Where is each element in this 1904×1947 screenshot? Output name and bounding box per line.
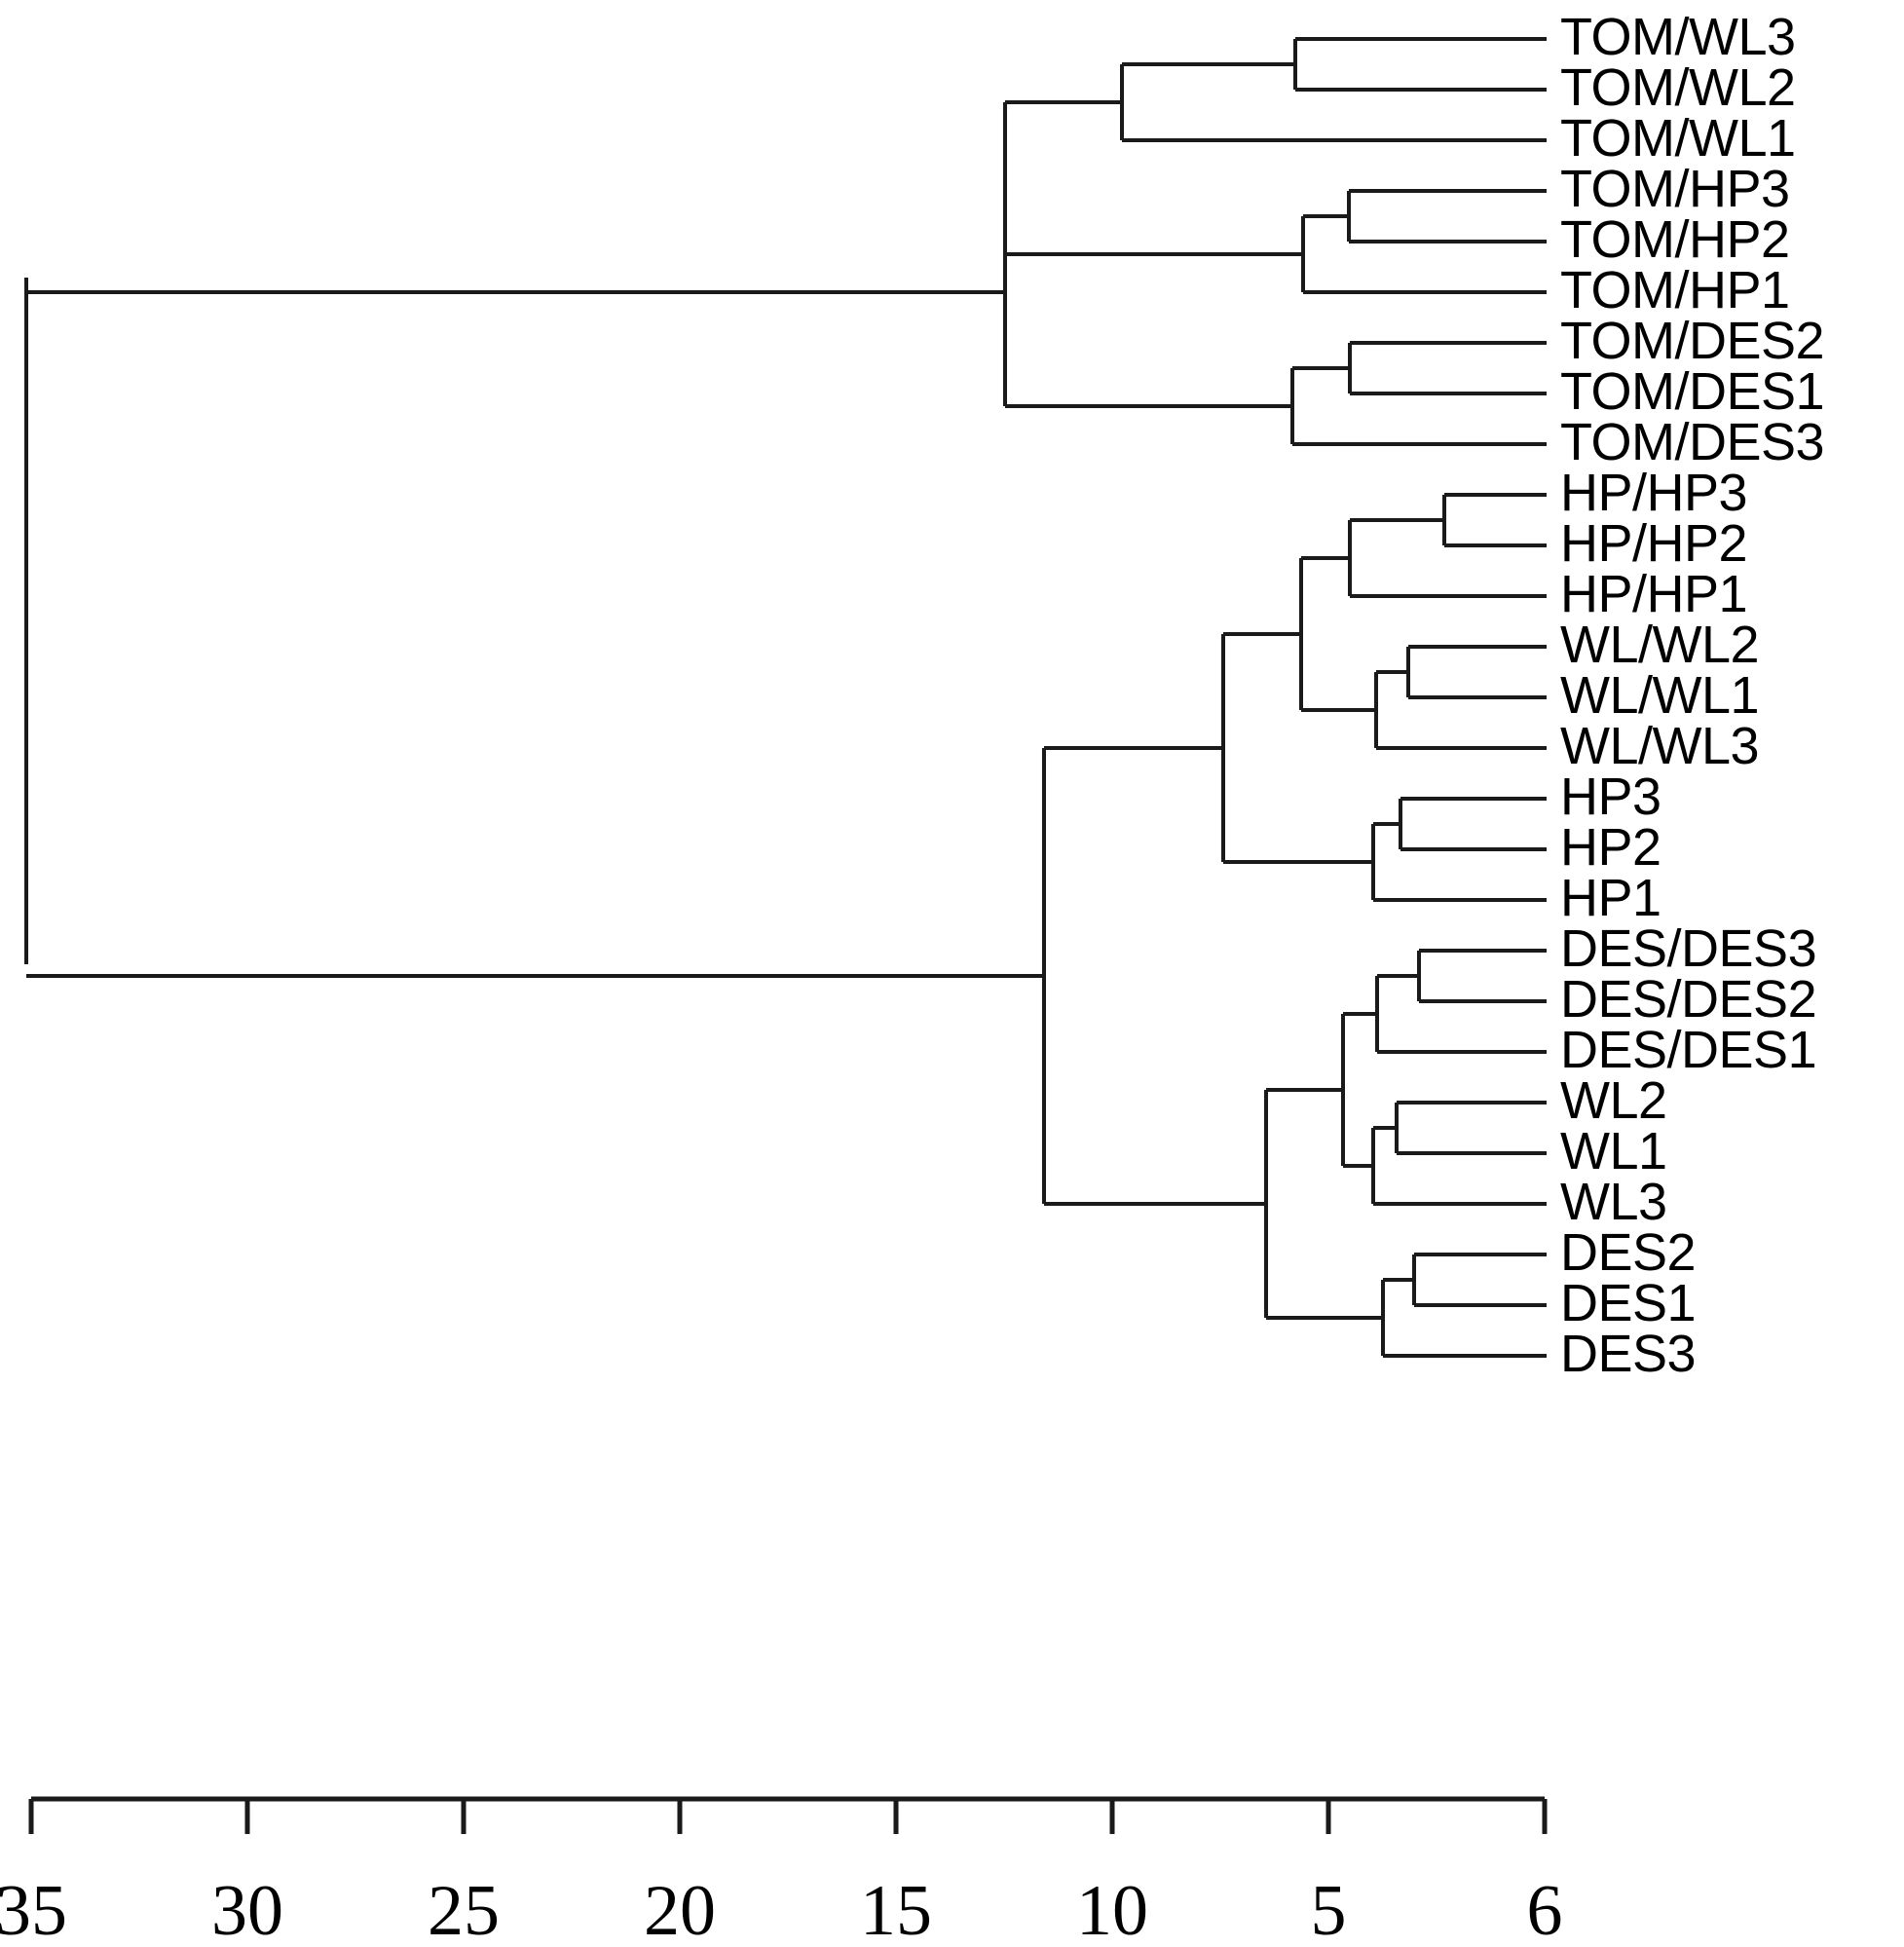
x-axis [28,1796,1548,1834]
leaf-label-wl-wl2: WL/WL2 [1560,616,1760,674]
leaf-label-tom-des1: TOM/DES1 [1560,362,1825,421]
leaf-label-wl-wl3: WL/WL3 [1560,717,1760,775]
leaf-label-tom-hp1: TOM/HP1 [1560,261,1790,319]
axis-tick-label-25: 25 [428,1871,500,1947]
leaf-label-tom-des2: TOM/DES2 [1560,312,1825,370]
axis-tick-label-6: 6 [1526,1871,1563,1947]
axis-tick-label-30: 30 [211,1871,283,1947]
dendrogram-tree-lines [24,37,1547,1358]
leaf-label-des-des1: DES/DES1 [1560,1021,1817,1079]
axis-tick-label-20: 20 [644,1871,716,1947]
leaf-label-hp2: HP2 [1560,818,1661,877]
axis-tick-label-15: 15 [860,1871,932,1947]
leaf-label-des3: DES3 [1560,1325,1697,1383]
leaf-label-tom-des3: TOM/DES3 [1560,413,1825,471]
leaf-label-des-des3: DES/DES3 [1560,919,1817,978]
leaf-label-des2: DES2 [1560,1223,1697,1282]
leaf-label-tom-hp2: TOM/HP2 [1560,210,1790,269]
leaf-label-des1: DES1 [1560,1274,1697,1332]
axis-tick-label-35: 35 [0,1871,67,1947]
leaf-label-wl2: WL2 [1560,1071,1667,1130]
leaf-label-des-des2: DES/DES2 [1560,970,1817,1029]
leaf-label-hp1: HP1 [1560,869,1661,927]
leaf-label-wl1: WL1 [1560,1122,1667,1180]
leaf-label-wl3: WL3 [1560,1173,1667,1231]
leaf-label-hp-hp3: HP/HP3 [1560,464,1748,522]
leaf-label-tom-hp3: TOM/HP3 [1560,160,1790,218]
leaf-label-tom-wl2: TOM/WL2 [1560,58,1796,117]
axis-tick-label-10: 10 [1076,1871,1148,1947]
axis-tick-label-5: 5 [1310,1871,1347,1947]
leaf-label-tom-wl3: TOM/WL3 [1560,8,1796,66]
leaf-label-hp-hp1: HP/HP1 [1560,565,1748,623]
leaf-label-wl-wl1: WL/WL1 [1560,666,1760,725]
leaf-label-hp-hp2: HP/HP2 [1560,514,1748,573]
leaf-label-hp3: HP3 [1560,768,1661,826]
leaf-label-tom-wl1: TOM/WL1 [1560,109,1796,168]
